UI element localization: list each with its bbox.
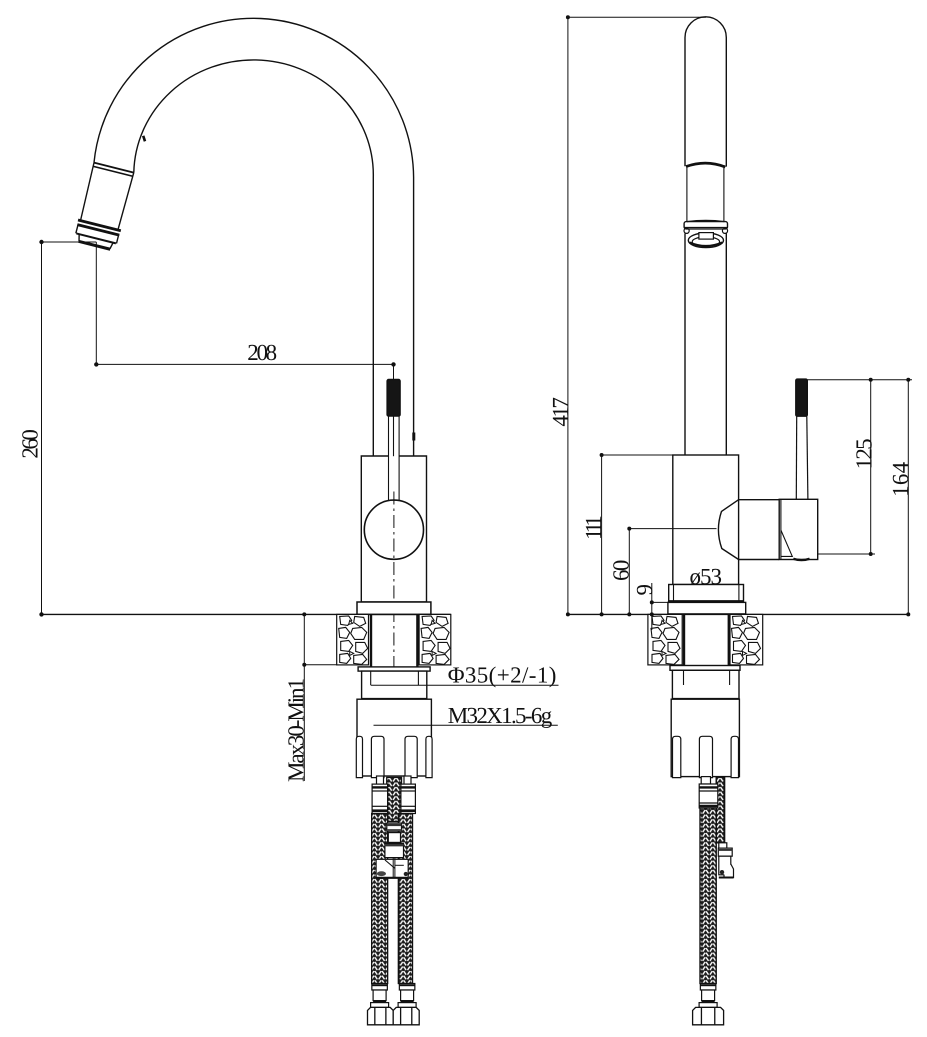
svg-text:111: 111	[581, 515, 606, 540]
svg-text:Φ35(+2/-1): Φ35(+2/-1)	[448, 662, 557, 687]
svg-text:260: 260	[18, 429, 43, 459]
svg-text:M32X1.5-6g: M32X1.5-6g	[448, 703, 553, 728]
svg-text:164: 164	[888, 461, 913, 497]
svg-text:60: 60	[609, 560, 634, 581]
svg-text:125: 125	[851, 438, 876, 469]
svg-text:Max30-Min1: Max30-Min1	[284, 678, 309, 782]
svg-text:9: 9	[632, 584, 657, 596]
svg-text:417: 417	[548, 397, 573, 427]
svg-text:208: 208	[247, 340, 277, 365]
svg-text:ø53: ø53	[690, 564, 723, 589]
